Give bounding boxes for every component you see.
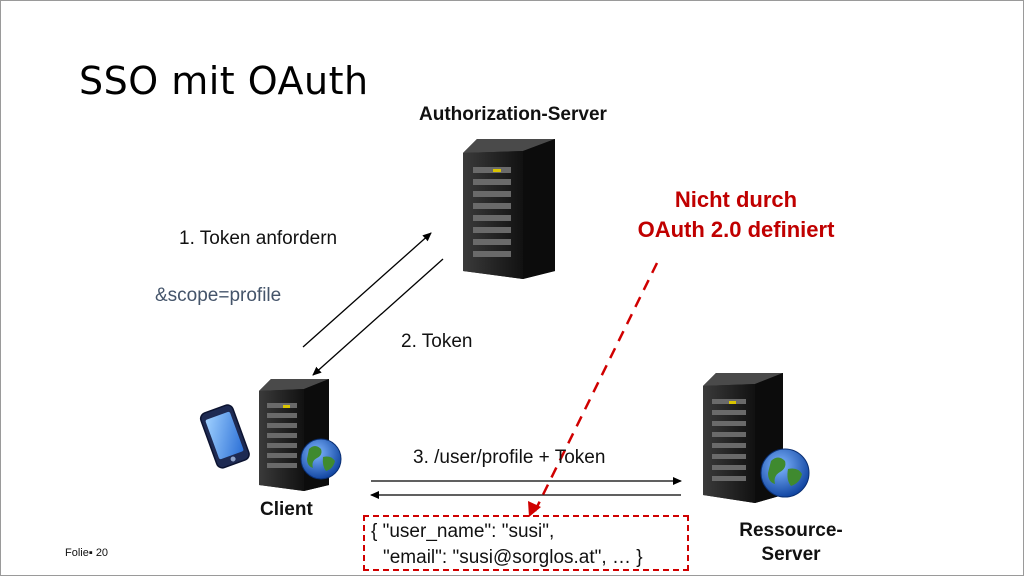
slide-title: SSO mit OAuth [79, 59, 369, 103]
footer-page-number: 20 [95, 547, 109, 559]
step3-label: 3. /user/profile + Token [413, 447, 606, 468]
note-pointer-arrow [533, 262, 659, 512]
note-line1: Nicht durch [674, 187, 798, 212]
client-globe-icon [300, 438, 342, 480]
note-line2: OAuth 2.0 definiert [637, 217, 835, 242]
resource-server-label: Ressource- Server [721, 519, 861, 567]
note-text: Nicht durch OAuth 2.0 definiert [611, 187, 861, 243]
note-pointer-arrowhead [528, 501, 541, 517]
step2-label: 2. Token [401, 331, 473, 352]
step1-label: 1. Token anfordern [179, 228, 338, 249]
arrow-token-request [302, 232, 432, 348]
resource-server-label-line2: Server [761, 544, 821, 565]
response-line1: { "user_name": "susi", [371, 521, 555, 542]
smartphone-icon [199, 404, 250, 469]
response-line2: "email": "susi@sorglos.at", … } [383, 547, 643, 568]
response-json-box: { "user_name": "susi", "email": "susi@so… [363, 515, 689, 571]
footer-label: Folie [65, 547, 89, 559]
scope-label: &scope=profile [155, 285, 282, 306]
footer-bullet: ▪ [88, 547, 93, 559]
arrow-token-response [312, 258, 444, 376]
authorization-server-label: Authorization-Server [419, 104, 607, 125]
resource-server-label-line1: Ressource- [739, 520, 843, 541]
authorization-server-icon [463, 139, 555, 279]
slide-footer: Folie▪ 20 [65, 547, 108, 559]
client-label: Client [260, 499, 313, 520]
resource-globe-icon [760, 448, 810, 498]
